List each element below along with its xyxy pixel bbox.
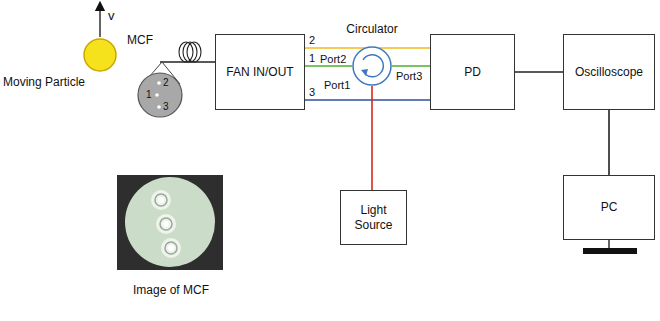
ground-bar xyxy=(583,248,637,254)
core-number: 2 xyxy=(163,77,169,89)
source-box: Light Source xyxy=(340,190,407,245)
box-label: PC xyxy=(601,200,618,214)
ground-wire xyxy=(608,240,609,249)
node-heading: Circulator xyxy=(332,22,412,36)
particle-circle: Moving Particle xyxy=(83,38,117,72)
core-dot xyxy=(157,81,161,85)
line-number: 3 xyxy=(309,86,315,99)
circle-outline xyxy=(353,47,391,85)
connector xyxy=(305,65,352,67)
connector xyxy=(515,71,563,73)
box-label: FAN IN/OUT xyxy=(226,65,293,79)
port-label: Port2 xyxy=(320,53,346,66)
port-label: Port1 xyxy=(324,79,350,92)
mcf-photo xyxy=(117,175,223,270)
node-outline xyxy=(352,46,392,86)
computer-box: PC xyxy=(563,175,655,240)
velocity-arrow xyxy=(99,6,100,37)
text-stack: Light Source xyxy=(345,203,402,232)
connector xyxy=(608,110,610,175)
caption-label: Image of MCF xyxy=(120,283,222,297)
core-dot xyxy=(157,105,161,109)
velocity-label: v xyxy=(108,8,115,24)
text-stack: FAN IN/OUT xyxy=(226,65,293,79)
node-outline xyxy=(83,38,117,72)
circle-outline xyxy=(84,39,116,71)
line-number: 1 xyxy=(309,52,315,65)
box-label: Oscilloscope xyxy=(575,65,643,79)
box-label: Light Source xyxy=(345,203,402,232)
core-number: 1 xyxy=(146,89,152,101)
connector xyxy=(371,86,373,190)
fiber-coil xyxy=(179,42,201,62)
connector xyxy=(305,99,430,101)
core-dot xyxy=(155,93,159,97)
fiber-label: MCF xyxy=(127,33,153,47)
instrument-box: Oscilloscope xyxy=(563,34,655,110)
fiber-cross-section xyxy=(138,73,182,117)
connector xyxy=(392,65,430,67)
box-label: PD xyxy=(464,65,481,79)
detector-box: PD xyxy=(430,34,515,110)
text-stack: Oscilloscope xyxy=(575,65,643,79)
text-stack: PC xyxy=(601,200,618,214)
port-label: Port3 xyxy=(396,70,422,83)
text-stack: PD xyxy=(464,65,481,79)
circulator: CirculatorPort2Port3Port1 xyxy=(352,46,392,86)
node-heading: Moving Particle xyxy=(3,75,85,89)
rotation-arrowhead xyxy=(361,69,368,76)
core-number: 3 xyxy=(163,101,169,113)
process-box: FAN IN/OUT xyxy=(215,34,305,110)
line-number: 2 xyxy=(309,34,315,47)
